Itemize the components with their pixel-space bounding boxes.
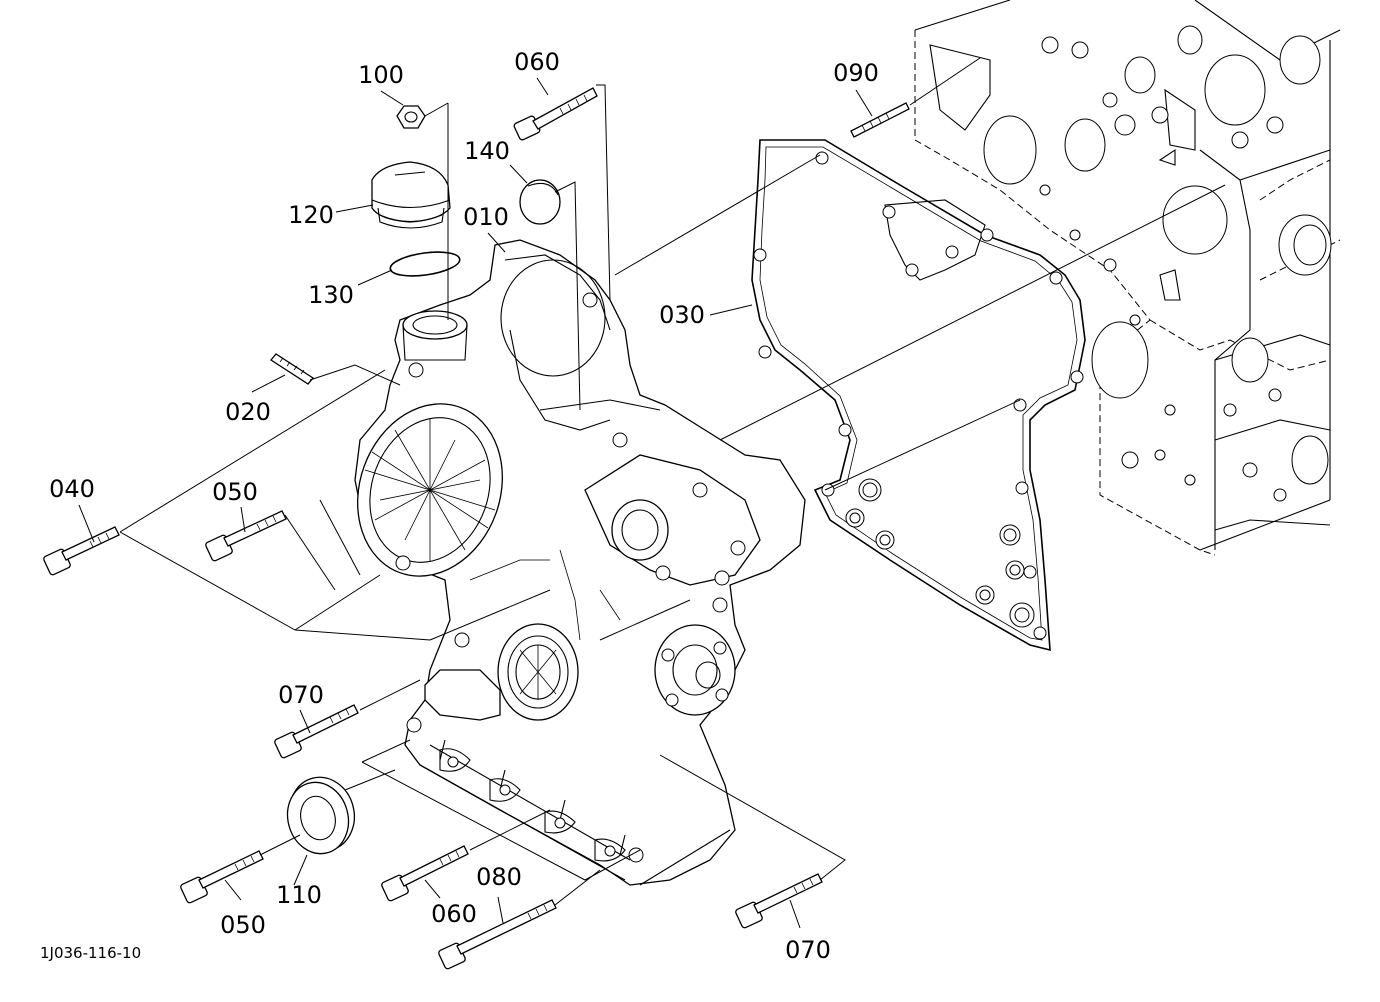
bolt-060-top <box>513 87 598 141</box>
bolt-070-right <box>735 873 823 929</box>
callout-090: 090 <box>833 59 879 87</box>
gear-case-010 <box>354 239 806 886</box>
oil-cap-120 <box>371 161 451 229</box>
callout-140: 140 <box>464 137 510 165</box>
nut-100 <box>396 105 426 129</box>
engine-block <box>914 0 1341 556</box>
callout-130: 130 <box>308 281 354 309</box>
callout-060-top: 060 <box>514 48 560 76</box>
callout-pointers <box>78 77 873 929</box>
callout-060-lower: 060 <box>431 900 477 928</box>
bolt-050-upper <box>205 510 287 562</box>
bolt-050-lower <box>180 850 264 904</box>
callout-020: 020 <box>225 398 271 426</box>
callout-010: 010 <box>463 203 509 231</box>
callout-070-left: 070 <box>278 681 324 709</box>
callout-080: 080 <box>476 863 522 891</box>
stud-020 <box>270 353 314 385</box>
bolt-080 <box>438 899 557 970</box>
callout-120: 120 <box>288 201 334 229</box>
callout-100: 100 <box>358 61 404 89</box>
callout-050-lower: 050 <box>220 911 266 939</box>
stud-090 <box>850 102 910 138</box>
bolt-070-left <box>274 704 359 759</box>
assembly-lines <box>119 57 1226 906</box>
callout-030: 030 <box>659 301 705 329</box>
callout-labels: 100 060 140 120 010 130 090 030 020 040 … <box>49 48 879 964</box>
callout-110: 110 <box>276 881 322 909</box>
plug-140 <box>519 179 561 225</box>
bolt-040 <box>43 526 120 576</box>
oil-seal-110 <box>286 776 356 855</box>
gasket-030 <box>751 139 1086 652</box>
o-ring-130 <box>389 251 461 277</box>
callout-040: 040 <box>49 475 95 503</box>
callout-070-right: 070 <box>785 936 831 964</box>
callout-050-upper: 050 <box>212 478 258 506</box>
bolt-060-lower <box>381 845 469 902</box>
diagram-code: 1J036-116-10 <box>40 944 141 962</box>
